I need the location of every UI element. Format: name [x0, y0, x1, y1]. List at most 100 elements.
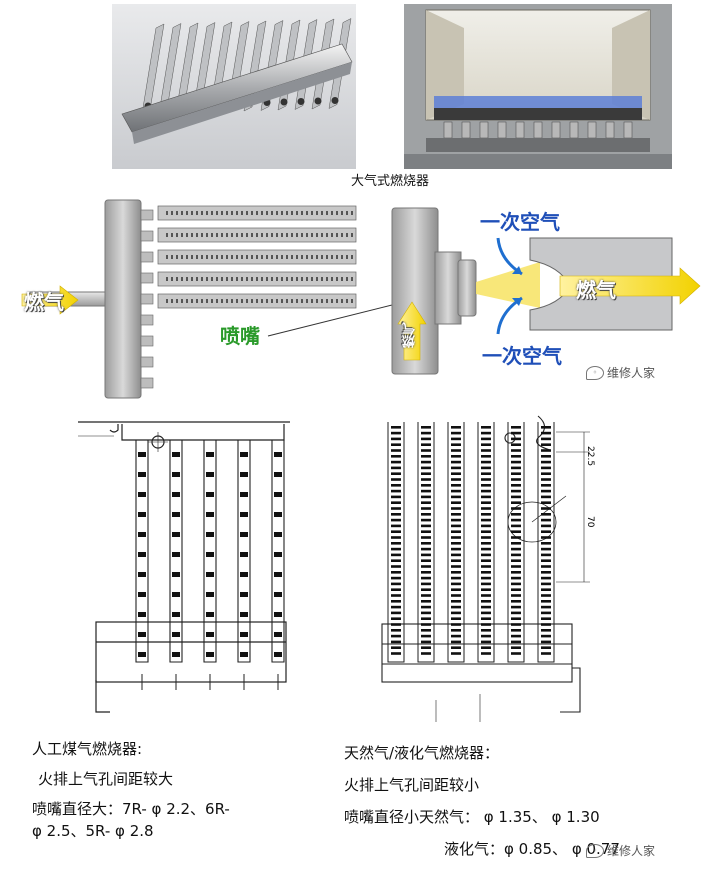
gas-hole [301, 255, 303, 259]
gas-hole [481, 507, 491, 510]
coal-gas-text: 人工煤气燃烧器: 火排上气孔间距较大 喷嘴直径大：7R- φ 2.2、6R- φ… [32, 738, 332, 842]
gas-hole [326, 233, 328, 237]
gas-hole [326, 255, 328, 259]
gas-hole [216, 277, 218, 281]
manifold-nozzle [140, 335, 154, 347]
gas-hole [138, 572, 146, 577]
gas-hole [301, 277, 303, 281]
gas-hole [171, 211, 173, 215]
gas-hole [511, 513, 521, 516]
gas-hole [451, 617, 461, 620]
gas-hole [321, 255, 323, 259]
gas-hole [221, 299, 223, 303]
gas-hole [274, 592, 282, 597]
gas-hole [451, 501, 461, 504]
gas-hole [236, 211, 238, 215]
gas-hole [391, 547, 401, 551]
nozzle [533, 121, 543, 139]
gas-hole [481, 489, 491, 493]
gas-hole [336, 299, 338, 303]
gas-hole [421, 530, 431, 533]
gas-hole [236, 277, 238, 281]
gas-hole [341, 233, 343, 237]
gas-hole [236, 299, 238, 303]
gas-hole [541, 547, 551, 551]
gas-hole [421, 634, 431, 638]
burner-photo-right [404, 4, 672, 169]
gas-hole [206, 452, 214, 457]
gas-hole [451, 466, 461, 470]
gas-hole [261, 211, 263, 215]
gas-hole [226, 255, 228, 259]
gas-hole [421, 443, 431, 446]
gas-hole [481, 559, 491, 562]
gas-hole [421, 605, 431, 609]
gas-hole [481, 484, 491, 487]
gas-hole [206, 299, 208, 303]
gas-hole [336, 211, 338, 215]
gas-hole [274, 512, 282, 517]
gas-hole [451, 484, 461, 487]
gas-hole [138, 512, 146, 517]
gas-hole [421, 588, 431, 591]
gas-hole [181, 277, 183, 281]
gas-hole [261, 233, 263, 237]
gas-hole [391, 640, 401, 644]
gas-hole [451, 611, 461, 615]
gas-hole [196, 255, 198, 259]
gas-hole [421, 437, 431, 441]
gas-hole [451, 594, 461, 597]
gas-hole [391, 507, 401, 510]
dimension-label-mid: 70 [585, 516, 595, 528]
gas-hole [421, 449, 431, 452]
nozzle [479, 121, 489, 139]
gas-hole [391, 495, 401, 499]
gas-hole [541, 507, 551, 510]
gas-hole [172, 512, 180, 517]
gas-hole [181, 211, 183, 215]
gas-hole [201, 277, 203, 281]
gas-hole [511, 559, 521, 562]
gas-hole [231, 299, 233, 303]
gas-hole [291, 299, 293, 303]
gas-hole [451, 460, 461, 464]
gas-hole [236, 233, 238, 237]
gas-hole [421, 507, 431, 510]
gas-hole [326, 277, 328, 281]
gas-hole [481, 524, 491, 528]
gas-hole [246, 299, 248, 303]
gas-hole [206, 572, 214, 577]
gas-hole [256, 299, 258, 303]
gas-hole [541, 513, 551, 516]
nozzle [623, 121, 633, 139]
gas-hole [261, 299, 263, 303]
manifold-nozzle [140, 293, 154, 305]
gas-hole [451, 542, 461, 545]
nozzle [461, 121, 471, 139]
gas-hole [240, 512, 248, 517]
gas-hole [541, 617, 551, 620]
gas-hole [331, 211, 333, 215]
gas-hole [481, 588, 491, 591]
gas-hole [286, 211, 288, 215]
gas-hole [511, 623, 521, 626]
gas-hole [481, 495, 491, 499]
gas-hole [281, 233, 283, 237]
gas-hole [511, 484, 521, 487]
gas-hole [240, 632, 248, 637]
gas-hole [541, 652, 551, 655]
gas-hole [391, 489, 401, 493]
gas-hole [541, 605, 551, 609]
gas-hole [421, 426, 431, 429]
gas-hole [541, 542, 551, 545]
gas-hole [421, 455, 431, 458]
gas-hole [511, 640, 521, 644]
wechat-icon: ◦ [586, 365, 604, 380]
nozzle [515, 121, 525, 139]
gas-hole [541, 594, 551, 597]
gas-hole [316, 211, 318, 215]
gas-hole [541, 495, 551, 499]
gas-hole [421, 623, 431, 626]
gas-hole [481, 518, 491, 522]
flame-tube [271, 440, 285, 663]
